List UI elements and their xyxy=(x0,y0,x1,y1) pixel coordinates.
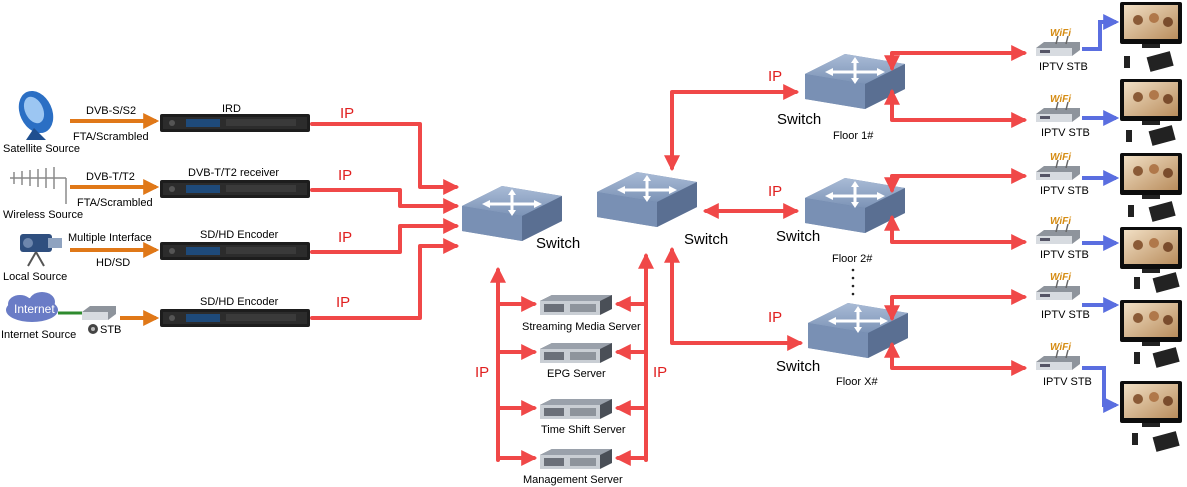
iptv-stb-3: WiFi IPTV STB xyxy=(1035,152,1089,197)
floor-label-x: Floor X# xyxy=(836,376,878,388)
link-1-bottom-label: FTA/Scrambled xyxy=(73,131,149,143)
link-2-bottom-label: FTA/Scrambled xyxy=(77,197,153,209)
ip-label-servers-left: IP xyxy=(475,364,489,381)
floor1-link-a xyxy=(884,45,1028,72)
floorx-link-a xyxy=(884,289,1028,322)
ip-link-1 xyxy=(310,122,460,195)
tv-icon-5 xyxy=(1120,300,1182,368)
source-label-wireless: Wireless Source xyxy=(3,209,83,221)
switch-label-1: Switch xyxy=(536,235,580,252)
wifi-label-6: WiFi xyxy=(1050,342,1071,353)
tv-icon-6 xyxy=(1120,381,1182,452)
switch-icon-2 xyxy=(595,170,699,229)
server-icon-timeshift xyxy=(540,399,612,419)
wifi-label-5: WiFi xyxy=(1050,272,1071,283)
wifi-label-4: WiFi xyxy=(1050,216,1071,227)
source-label-internet: Internet Source xyxy=(1,329,76,341)
ip-link-4 xyxy=(310,238,460,320)
core-link-floor-x xyxy=(664,246,804,351)
switch-label-floor-1: Switch xyxy=(777,111,821,128)
core-link-floor-1 xyxy=(664,84,800,172)
encoder-device-2 xyxy=(160,309,310,327)
ip-label-servers-right: IP xyxy=(653,364,667,381)
iptv-stb-label-2: IPTV STB xyxy=(1041,127,1090,139)
switch-label-floor-2: Switch xyxy=(776,228,820,245)
iptv-stb-6: WiFi IPTV STB xyxy=(1035,342,1092,388)
cloud-icon: Internet xyxy=(6,292,58,322)
satellite-dish-icon xyxy=(18,90,54,140)
tv-link-1 xyxy=(1082,14,1120,51)
device-label-encoder-1: SD/HD Encoder xyxy=(200,229,279,241)
device-label-dvb-t: DVB-T/T2 receiver xyxy=(188,167,279,179)
iptv-stb-label-1: IPTV STB xyxy=(1039,61,1088,73)
server-icon-management xyxy=(540,449,612,469)
iptv-stb-1: WiFi IPTV STB xyxy=(1035,28,1088,73)
switch-icon-1 xyxy=(460,184,564,243)
stb-label: STB xyxy=(100,324,121,336)
ip-label-floor-1: IP xyxy=(768,68,782,85)
floor1-link-b xyxy=(884,88,1028,128)
iptv-stb-5: WiFi IPTV STB xyxy=(1035,272,1090,321)
cloud-label: Internet xyxy=(14,302,55,316)
link-3-top-label: Multiple Interface xyxy=(68,232,152,244)
ip-label-2: IP xyxy=(338,167,352,184)
switch-label-2: Switch xyxy=(684,231,728,248)
ip-label-floor-x: IP xyxy=(768,309,782,326)
camera-icon xyxy=(20,234,62,267)
floor-ellipsis xyxy=(851,268,855,296)
ip-label-3: IP xyxy=(338,229,352,246)
switch-label-floor-x: Switch xyxy=(776,358,820,375)
iptv-stb-4: WiFi IPTV STB xyxy=(1035,216,1089,261)
wifi-label-3: WiFi xyxy=(1050,152,1071,163)
ip-label-4: IP xyxy=(336,294,350,311)
floor2-link-a xyxy=(884,168,1028,194)
iptv-stb-label-3: IPTV STB xyxy=(1040,185,1089,197)
floor-label-1: Floor 1# xyxy=(833,130,874,142)
wifi-label-1: WiFi xyxy=(1050,28,1071,39)
link-3-bottom-label: HD/SD xyxy=(96,257,130,269)
server-icon-streaming xyxy=(540,295,612,315)
source-label-local: Local Source xyxy=(3,271,67,283)
tv-icon-3 xyxy=(1120,153,1182,222)
server-label-epg: EPG Server xyxy=(547,368,606,380)
server-label-streaming: Streaming Media Server xyxy=(522,321,641,333)
source-label-satellite: Satellite Source xyxy=(3,143,80,155)
stb-icon xyxy=(82,306,116,334)
ip-label-floor-2: IP xyxy=(768,183,782,200)
ip-link-3 xyxy=(310,218,460,254)
ird-device xyxy=(160,114,310,132)
iptv-stb-label-4: IPTV STB xyxy=(1040,249,1089,261)
tv-icon-4 xyxy=(1120,227,1182,293)
wifi-label-2: WiFi xyxy=(1050,94,1071,105)
floor-label-2: Floor 2# xyxy=(832,253,873,265)
server-icon-epg xyxy=(540,343,612,363)
dvb-t-receiver-device xyxy=(160,180,310,198)
encoder-device-1 xyxy=(160,242,310,260)
floorx-link-b xyxy=(884,341,1028,376)
tv-link-6 xyxy=(1082,366,1120,413)
server-label-timeshift: Time Shift Server xyxy=(541,424,626,436)
device-label-encoder-2: SD/HD Encoder xyxy=(200,296,279,308)
device-label-ird: IRD xyxy=(222,103,241,115)
ip-link-2 xyxy=(310,188,460,214)
tv-icon-2 xyxy=(1120,79,1182,146)
iptv-stb-label-5: IPTV STB xyxy=(1041,309,1090,321)
tv-icon-1 xyxy=(1120,2,1182,72)
link-1-top-label: DVB-S/S2 xyxy=(86,105,136,117)
iptv-stb-label-6: IPTV STB xyxy=(1043,376,1092,388)
floor2-link-b xyxy=(884,214,1028,250)
antenna-icon xyxy=(10,167,67,204)
server-label-management: Management Server xyxy=(523,474,623,486)
ip-label-1: IP xyxy=(340,105,354,122)
link-2-top-label: DVB-T/T2 xyxy=(86,171,135,183)
iptv-stb-2: WiFi IPTV STB xyxy=(1035,94,1090,139)
